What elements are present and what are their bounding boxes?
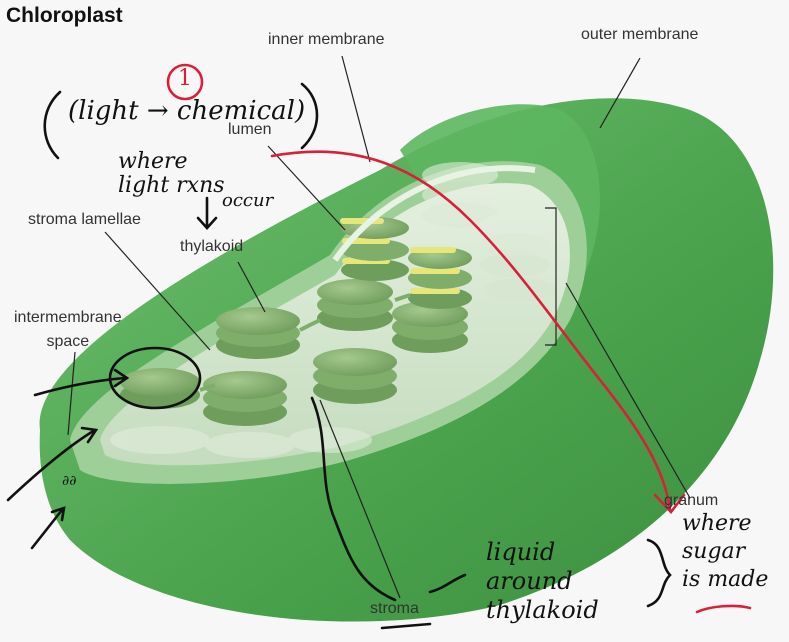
label-intermembrane-space: intermembrane space: [14, 306, 122, 354]
annotation-occur: occur: [222, 190, 273, 211]
granum-stack-cut: [408, 247, 472, 309]
granum-stack: [313, 348, 397, 404]
annotation-where-sugar-made: where sugar is made: [682, 510, 768, 594]
granum-stack: [203, 371, 287, 426]
bracket-left: [45, 92, 60, 158]
label-granum: granum: [664, 492, 718, 510]
annotation-light-to-chemical: (light → chemical): [68, 96, 305, 126]
annotation-circled-one: 1: [178, 66, 192, 91]
arrow-to-outer: [32, 508, 64, 548]
granum-stack: [216, 307, 300, 359]
label-thylakoid: thylakoid: [180, 238, 243, 256]
granum-stack: [317, 279, 393, 331]
granum-stack: [392, 301, 468, 353]
brace-liquid: [648, 540, 670, 606]
granum-stack-cut: [340, 217, 409, 281]
arrow-down-occur: [198, 198, 216, 228]
label-outer-membrane: outer membrane: [581, 26, 698, 44]
stroma-underline: [382, 624, 430, 628]
page-title: Chloroplast: [6, 4, 123, 28]
annotation-where-light-rxns: where light rxns: [118, 150, 225, 198]
svg-text:∂∂: ∂∂: [62, 473, 76, 489]
annotation-liquid-around-thylakoid: liquid around thylakoid: [486, 538, 599, 625]
made-underline: [697, 606, 750, 612]
label-stroma: stroma: [370, 600, 419, 618]
label-inner-membrane: inner membrane: [268, 31, 385, 49]
label-stroma-lamellae: stroma lamellae: [28, 211, 141, 229]
